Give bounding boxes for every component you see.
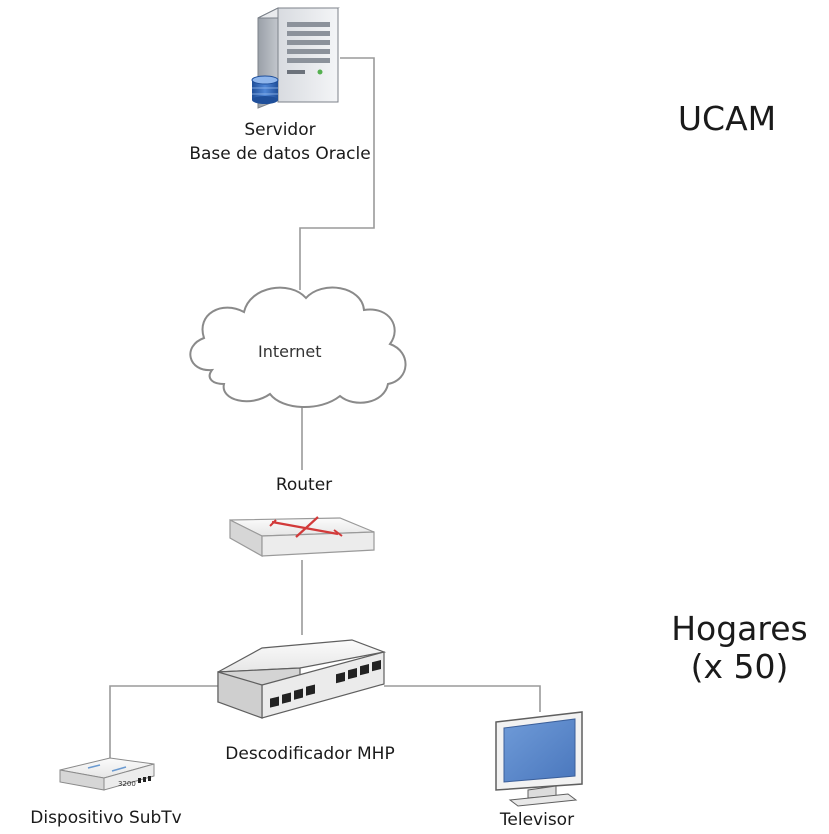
router-icon	[229, 516, 375, 558]
decoder-label: Descodificador MHP	[225, 744, 395, 764]
internet-cloud-icon	[189, 286, 407, 408]
connection-decoder-subtv	[109, 685, 218, 765]
subtv-label: Dispositivo SubTv	[30, 808, 182, 828]
television-icon	[495, 711, 583, 807]
decoder-icon	[217, 639, 387, 719]
zone-homes-label-line1: Hogares	[671, 609, 808, 648]
internet-label: Internet	[258, 342, 322, 361]
subtv-device-text: 3200	[118, 780, 136, 788]
connection-decoder-tv	[384, 685, 541, 712]
router-label: Router	[275, 475, 333, 495]
connection-server-internet	[299, 57, 375, 290]
tv-label: Televisor	[499, 810, 575, 830]
decoder-ports	[270, 660, 381, 708]
zone-ucam-label: UCAM	[677, 99, 777, 138]
server-label-line1: Servidor	[244, 120, 316, 140]
subtv-device-icon: 3200	[59, 757, 155, 791]
server-label-line2: Base de datos Oracle	[189, 144, 371, 164]
server-icon	[251, 7, 340, 109]
server-label: Servidor Base de datos Oracle	[150, 118, 410, 166]
zone-homes-label-line2: (x 50)	[690, 647, 789, 686]
database-icon	[251, 75, 279, 104]
zone-homes-label: Hogares (x 50)	[650, 610, 829, 686]
